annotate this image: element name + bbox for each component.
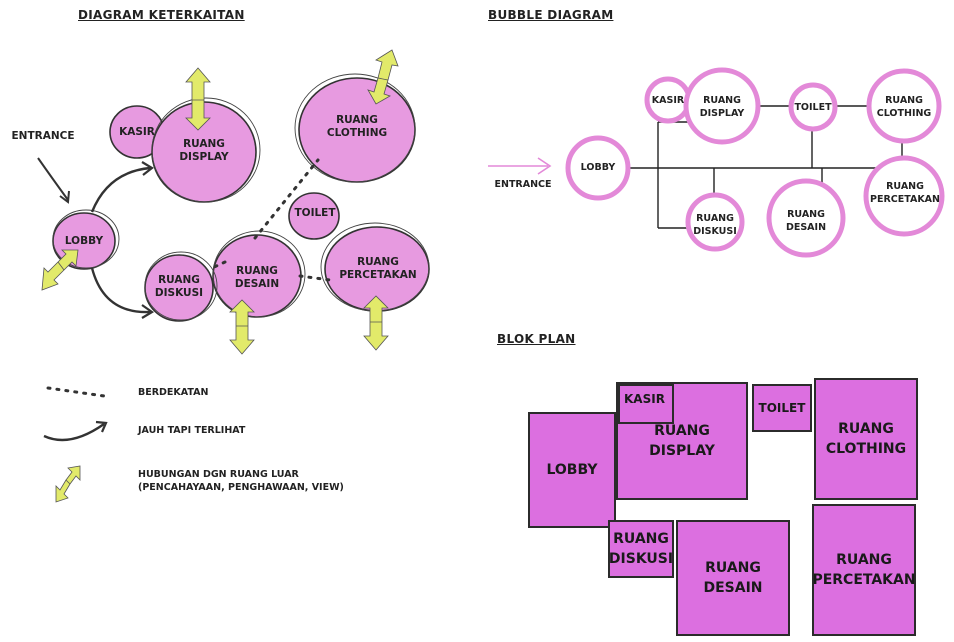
diagram-title: DIAGRAM KETERKAITAN <box>78 8 245 22</box>
block-kasir: KASIR <box>618 384 674 424</box>
bubble-entrance-label: ENTRANCE <box>494 179 552 190</box>
legend-far: JAUH TAPI TERLIHAT <box>138 425 246 436</box>
bubble-diskusi <box>685 192 745 252</box>
bubble-percetakan <box>863 155 945 237</box>
legend-outer-arrow <box>55 465 81 503</box>
entrance-label: ENTRANCE <box>11 130 75 142</box>
block-toilet: TOILET <box>752 384 812 432</box>
kasir-label: KASIR <box>119 126 155 138</box>
bubble-lobby-label: LOBBY <box>580 162 616 173</box>
outer-arrow-display <box>185 67 211 131</box>
outer-arrow-clothing <box>367 49 399 105</box>
bubble-diagram-title: BUBBLE DIAGRAM <box>488 8 614 22</box>
toilet-label: TOILET <box>294 207 336 219</box>
bubble-display <box>683 67 761 145</box>
lobby-label: LOBBY <box>64 235 104 247</box>
block-lobby: LOBBY <box>528 412 616 528</box>
bubble-toilet-label: TOILET <box>794 102 832 113</box>
outer-arrow-percetakan <box>363 295 389 351</box>
bubble-kasir-label: KASIR <box>651 95 685 106</box>
bubble-desain <box>766 178 846 258</box>
toilet-bubble <box>288 192 340 240</box>
outer-arrow-desain <box>229 299 255 355</box>
legend-near: BERDEKATAN <box>138 387 209 398</box>
bubble-toilet <box>788 82 838 132</box>
blok-plan-title: BLOK PLAN <box>497 332 576 346</box>
outer-arrow-lobby <box>41 249 79 291</box>
bubble-lobby <box>565 135 631 201</box>
bubble-clothing <box>866 68 942 144</box>
legend-outer: HUBUNGAN DGN RUANG LUAR(PENCAHAYAAN, PEN… <box>138 469 344 493</box>
